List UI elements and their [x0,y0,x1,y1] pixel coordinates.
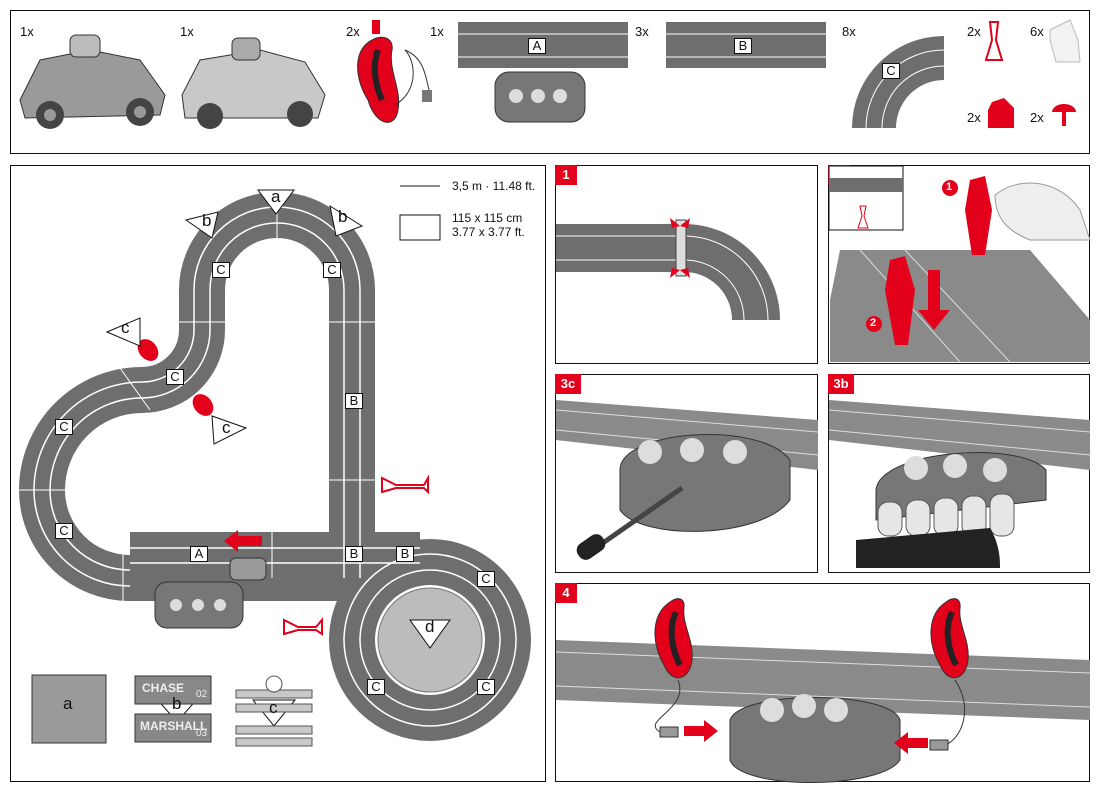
track-b-label: B [734,38,752,54]
clip-position-icon [283,617,323,636]
track-a-qty: 1x [430,24,444,39]
step2-clip-insertion [828,165,1091,363]
marker-b: b [172,694,182,713]
layout-label-c: C [477,571,495,587]
layout-label-c: C [55,419,73,435]
layout-label-c: C [323,262,341,278]
car1-qty: 1x [20,24,34,39]
marker-d: d [425,617,435,636]
layout-label-c: C [477,679,495,695]
car2-qty: 1x [180,24,194,39]
guard-position-icon [137,339,159,361]
track-a-label: A [528,38,546,54]
sticker-b-thumb-top [134,675,212,705]
clip-position-icon [381,474,429,495]
layout-label-b: B [345,546,363,562]
step-4-tag: 4 [555,583,577,603]
sticker-b-bottom-text: MARSHALL [140,719,208,733]
sticker-b-bottom-num: 03 [196,728,208,739]
legend-length: 3,5 m · 11.48 ft. [452,179,536,193]
sticker-b-thumb-bottom [134,713,212,743]
marker-b: b [202,211,212,230]
step-3c-tag: 3c [555,374,581,394]
track-b-qty: 3x [635,24,649,39]
layout-label-c: C [55,523,73,539]
layout-label-b: B [345,393,363,409]
step-3b-tag: 3b [828,374,854,394]
clip-qty: 2x [967,24,981,39]
marker-a: a [271,187,281,206]
sticker-b-top-num: 02 [196,689,208,700]
clip-icon [984,21,1004,61]
guard-position-icon [192,394,214,416]
layout-label-a: A [190,546,208,562]
post-qty: 2x [1030,110,1044,125]
police-car-icon [19,34,166,129]
legend-area-line1: 115 x 115 cm [452,211,523,225]
track-a-icon [458,22,628,123]
controller-qty: 2x [346,24,360,39]
marker-c: c [269,698,278,717]
track-c-label: C [882,63,900,79]
layout-label-b: B [396,546,414,562]
marker-c: c [121,318,130,337]
step2-num-1: 1 [946,181,953,193]
layout-label-c: C [212,262,230,278]
direction-arrow-icon [224,530,262,552]
support-qty: 6x [1030,24,1044,39]
sticker-c-thumb [235,675,313,747]
marker-c: c [222,418,231,437]
step-1-tag: 1 [555,165,577,185]
fire-truck-icon [181,37,326,129]
step4-controller-connection [555,598,1091,783]
car-on-track-icon [229,557,267,581]
guard-icon [988,98,1014,128]
hand-controller-icon [357,20,433,123]
sticker-b-top-text: CHASE [142,681,185,695]
guard-qty: 2x [967,110,981,125]
marker-a: a [63,694,73,713]
step3b-battery-compartment [828,400,1091,568]
step1-track-joint [556,218,780,321]
track-c-qty: 8x [842,24,856,39]
legend-area-line2: 3.77 x 3.77 ft. [452,225,525,239]
post-icon [1052,104,1076,126]
parts-illustrations [19,19,1081,129]
marker-b: b [338,207,348,226]
support-icon [1049,19,1081,63]
step2-num-2: 2 [870,317,877,329]
step3c-screwdriver [555,400,819,560]
track-c-icon [852,36,944,128]
sticker-a-thumb [31,674,107,744]
layout-label-c: C [367,679,385,695]
layout-label-c: C [166,369,184,385]
